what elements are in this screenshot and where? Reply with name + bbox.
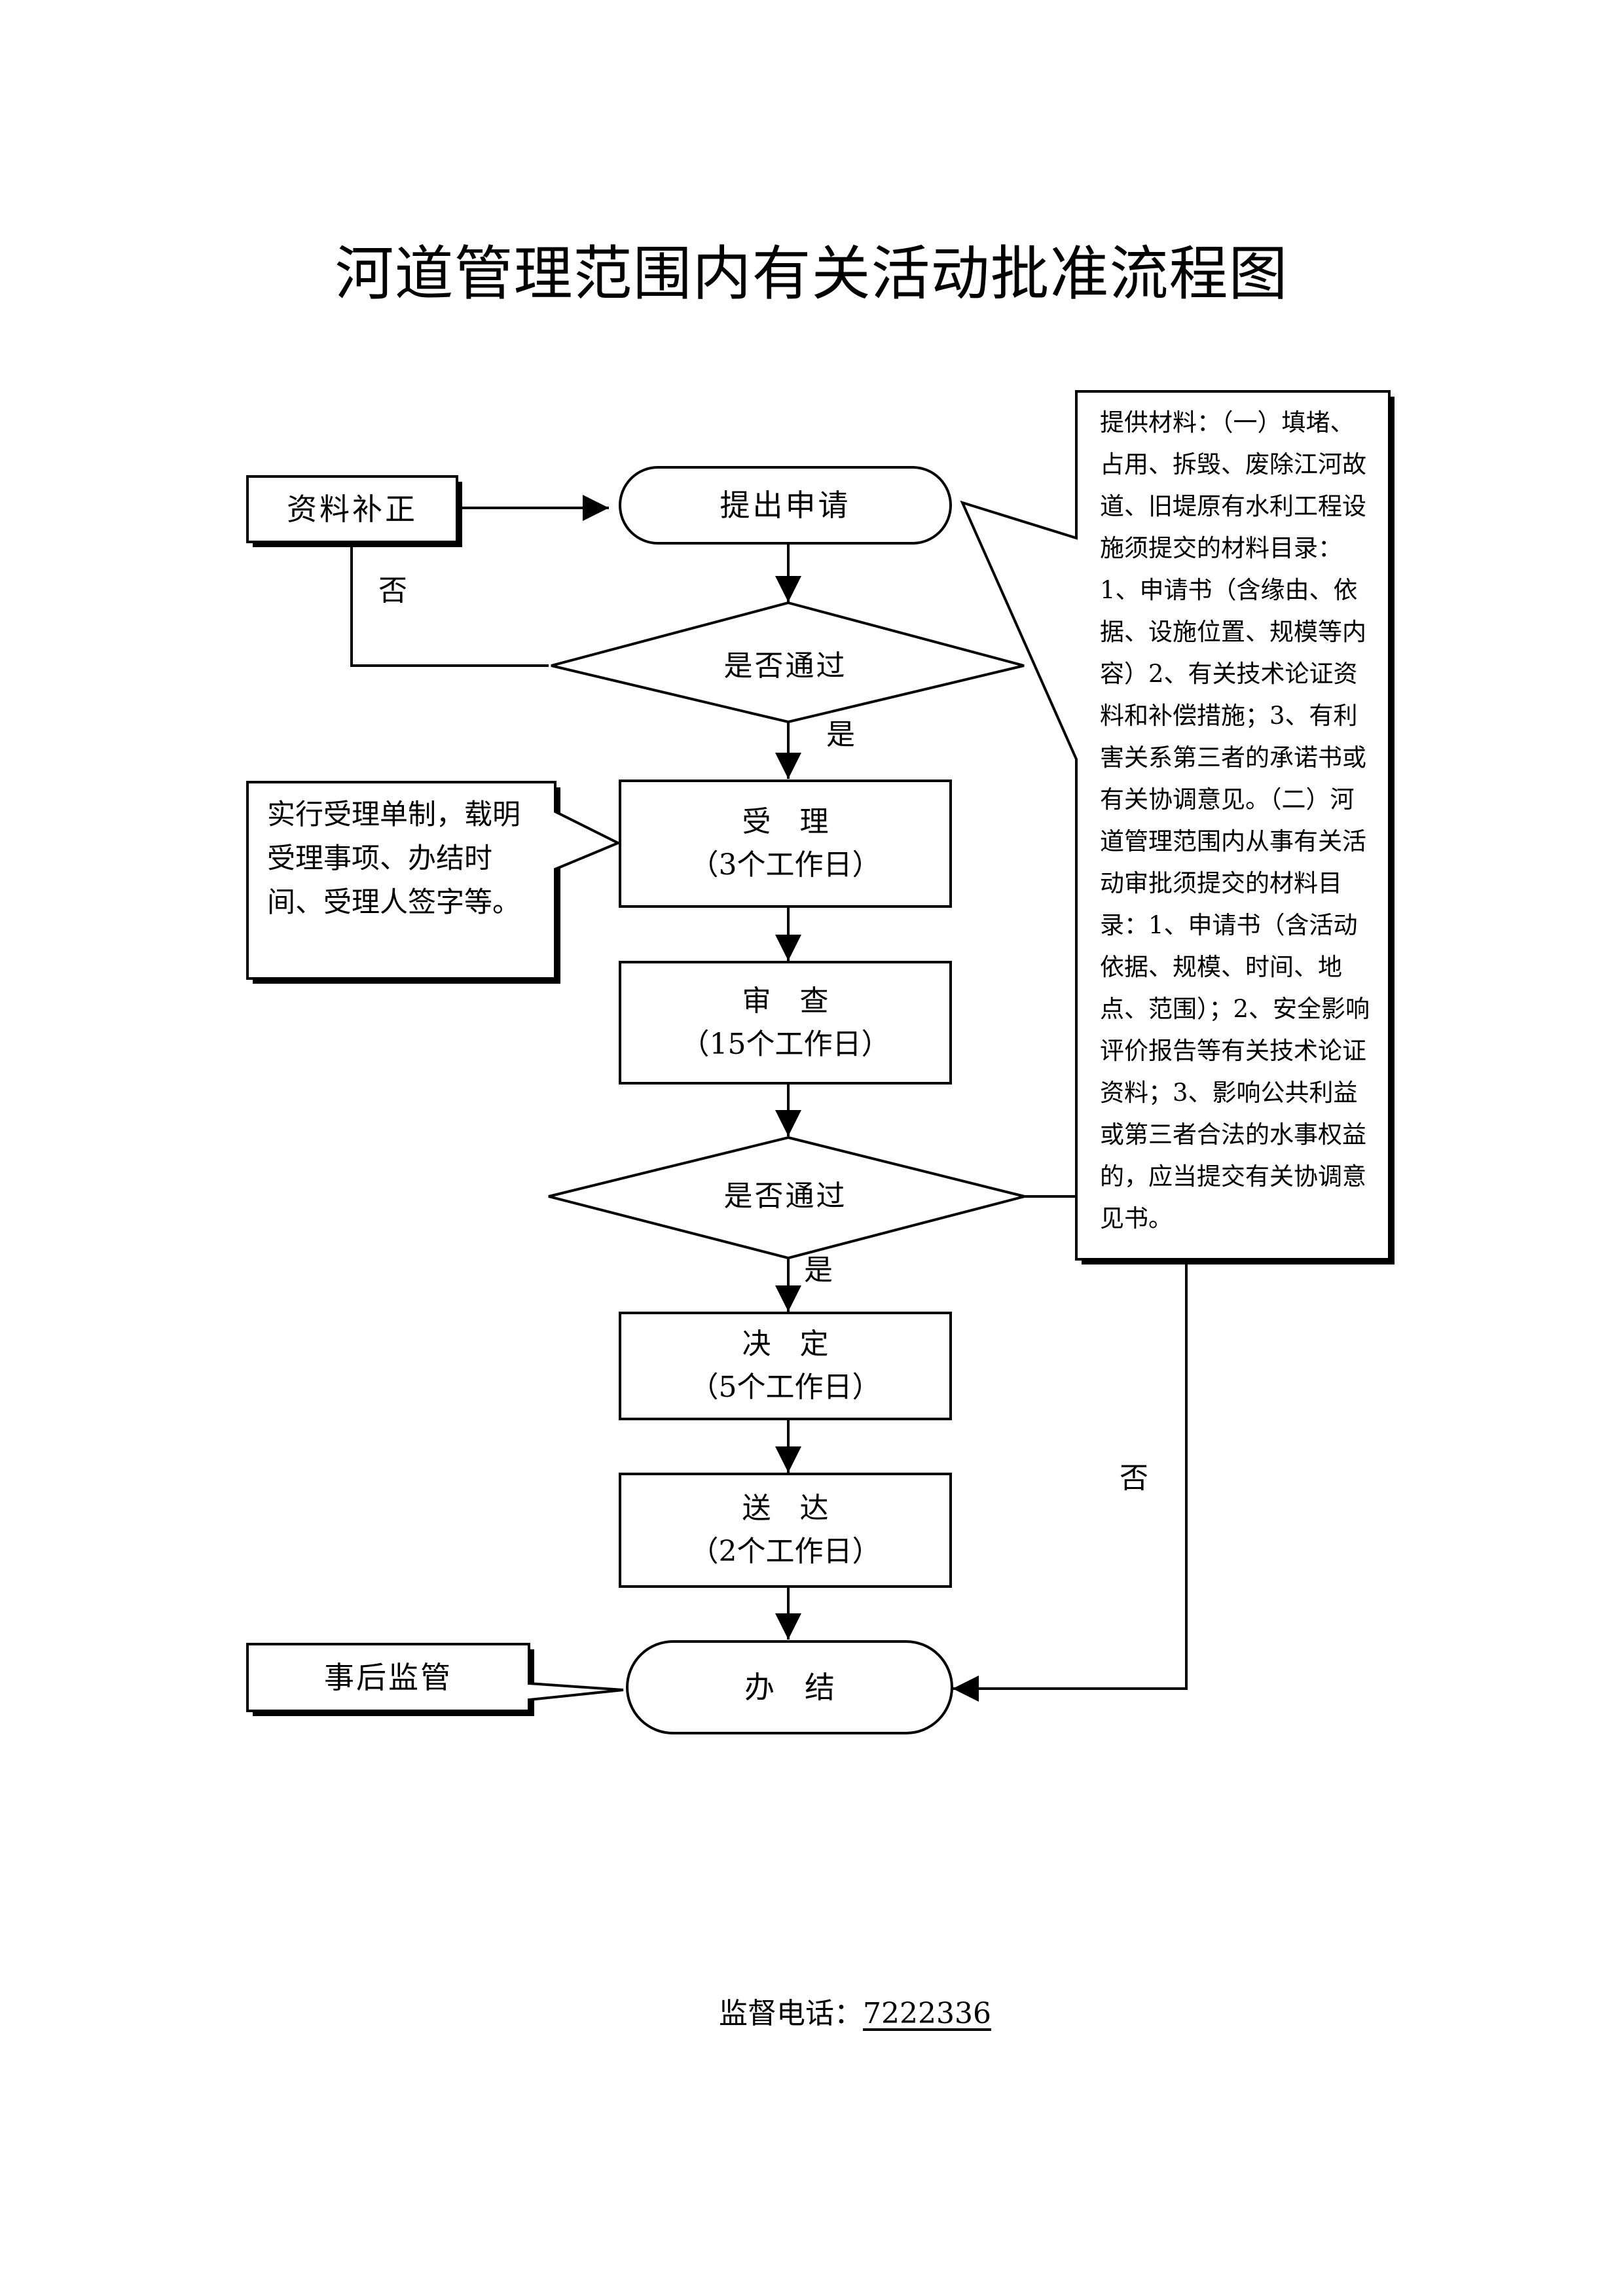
decide-box-label: 决 定 （5个工作日） bbox=[620, 1313, 951, 1419]
supervision-phone-number: 7222336 bbox=[863, 1997, 991, 2030]
materials-note-text: 提供材料：（一）填堵、占用、拆毁、废除江河故道、旧堤原有水利工程设施须提交的材料… bbox=[1100, 408, 1370, 1232]
accept-text: 受 理 bbox=[742, 805, 829, 838]
line-check1-no-to-correction bbox=[350, 539, 549, 667]
apply-text: 提出申请 bbox=[720, 487, 851, 523]
finish-text: 办 结 bbox=[744, 1669, 835, 1705]
check1-diamond bbox=[551, 601, 1025, 724]
correction-box bbox=[246, 475, 458, 543]
decide-days: （5个工作日） bbox=[689, 1371, 881, 1404]
edge-label-no-check2: 否 bbox=[1120, 1462, 1148, 1495]
review-box-label: 审 查 （15个工作日） bbox=[620, 962, 951, 1083]
deliver-text: 送 达 bbox=[742, 1492, 829, 1525]
decide-text: 决 定 bbox=[742, 1327, 829, 1361]
apply-terminal bbox=[619, 466, 952, 545]
connectors bbox=[350, 495, 1188, 1702]
deliver-box-label: 送 达 （2个工作日） bbox=[620, 1474, 951, 1587]
finish-terminal-label: 办 结 bbox=[627, 1641, 952, 1733]
correction-box-label: 资料补正 bbox=[247, 476, 457, 542]
accept-box bbox=[619, 780, 952, 908]
check2-label: 是否通过 bbox=[620, 1165, 951, 1228]
supervise-text: 事后监管 bbox=[324, 1659, 452, 1695]
finish-terminal bbox=[626, 1640, 953, 1734]
arrow-check2-no-to-finish bbox=[953, 1259, 1188, 1702]
materials-note-callout bbox=[960, 390, 1391, 1261]
accept-days: （3个工作日） bbox=[689, 848, 881, 882]
decide-box bbox=[619, 1312, 952, 1420]
edge-label-yes-check1: 是 bbox=[826, 718, 855, 751]
accept-note-callout bbox=[246, 781, 621, 980]
review-text: 审 查 bbox=[742, 984, 829, 1018]
review-days: （15个工作日） bbox=[680, 1027, 890, 1061]
edge-label-yes-check2: 是 bbox=[804, 1253, 833, 1287]
apply-terminal-label: 提出申请 bbox=[620, 467, 951, 543]
supervise-box-label: 事后监管 bbox=[247, 1644, 529, 1711]
correction-text: 资料补正 bbox=[287, 491, 418, 527]
deliver-box bbox=[619, 1473, 952, 1588]
edge-label-no-check1: 否 bbox=[378, 574, 407, 607]
page-title: 河道管理范围内有关活动批准流程图 bbox=[335, 240, 1288, 308]
accept-note-text: 实行受理单制，载明受理事项、办结时间、受理人签字等。 bbox=[267, 798, 520, 919]
accept-box-label: 受 理 （3个工作日） bbox=[620, 781, 951, 906]
deliver-days: （2个工作日） bbox=[689, 1535, 881, 1568]
supervision-phone: 监督电话：7222336 bbox=[719, 1990, 991, 2032]
check1-label: 是否通过 bbox=[620, 635, 951, 698]
supervise-callout bbox=[246, 1643, 624, 1712]
check1-text: 是否通过 bbox=[723, 649, 847, 683]
review-box bbox=[619, 961, 952, 1085]
check2-diamond bbox=[548, 1136, 1025, 1260]
check2-text: 是否通过 bbox=[723, 1179, 847, 1213]
supervision-phone-label: 监督电话： bbox=[719, 1997, 863, 2030]
